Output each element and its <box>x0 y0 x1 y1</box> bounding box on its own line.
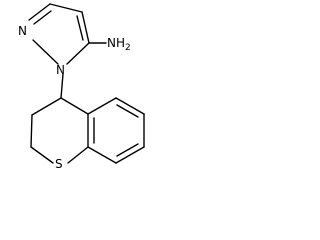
bond-c4a-c5 <box>87 97 117 115</box>
bond-c7-c8 <box>115 146 145 164</box>
bond-c5-c6-double <box>116 104 139 118</box>
bond-c4-c3-chroman <box>31 97 62 116</box>
bond-c5-c4 <box>49 3 83 13</box>
bond-n1-c5-double <box>33 10 52 25</box>
bond-c3-n2 <box>66 42 90 65</box>
pyrazole-ring <box>28 3 90 65</box>
bond-c4-c3 <box>81 11 90 44</box>
bond-n2-n1 <box>32 39 59 65</box>
atom-n-bottom: N <box>56 63 65 77</box>
bond-c8-c8a <box>87 146 117 164</box>
atom-n-left: N <box>18 24 27 38</box>
bond-s-c8a <box>67 146 89 164</box>
bond-c2-s <box>30 146 54 164</box>
atom-sulfur: S <box>55 157 63 171</box>
bond-n1-c5 <box>28 3 51 21</box>
amine-subscript: 2 <box>125 43 131 53</box>
amine-nh: NH <box>107 36 125 50</box>
thiochroman-ring <box>30 97 89 164</box>
bond-c3-c2-chroman <box>30 114 33 148</box>
bond-c4-c4a <box>60 97 89 115</box>
bond-n-c4 <box>60 73 64 99</box>
bond-c7-c8-double <box>116 143 139 157</box>
benzene-ring <box>87 97 145 164</box>
bond-c5-c6 <box>115 97 145 115</box>
bond-c4-c3-double <box>76 15 84 41</box>
chemical-structure: N N NH2 S <box>18 3 145 171</box>
atom-amine: NH2 <box>107 36 131 53</box>
